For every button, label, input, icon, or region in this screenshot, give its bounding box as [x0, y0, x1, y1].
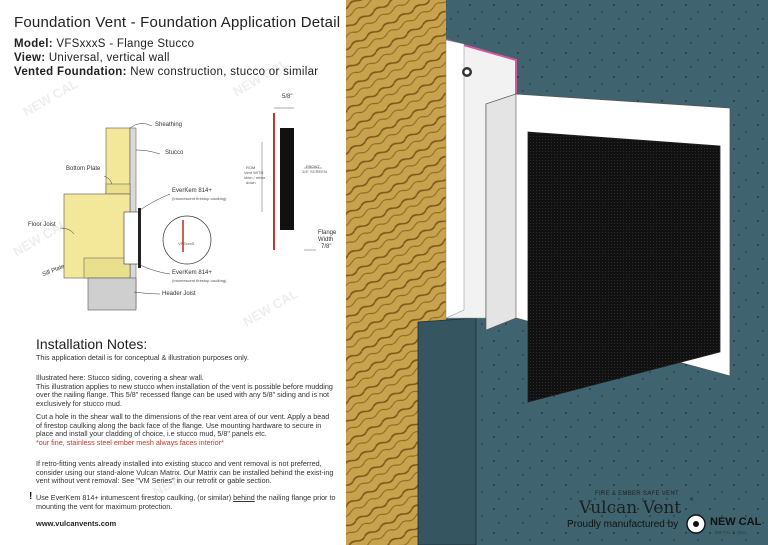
warning-mark: ! — [29, 491, 33, 502]
website-link[interactable]: www.vulcanvents.com — [36, 519, 117, 528]
vent-flange — [138, 208, 141, 268]
label-dim-top: 5/8" — [282, 94, 293, 100]
note-paragraph-2a: Illustrated here: Stucco siding, coverin… — [36, 373, 204, 382]
label-rom-sub2: shim / rebar — [244, 175, 266, 180]
brand-tagline: FIRE & EMBER SAFE VENT — [595, 491, 679, 497]
note-paragraph-4: If retro-fitting vents already installed… — [36, 459, 334, 486]
label-rom-sub3: down — [246, 180, 256, 185]
vent-frame-side — [485, 93, 517, 331]
vented-line: Vented Foundation: New construction, stu… — [14, 66, 318, 78]
vented-label: Vented Foundation: — [14, 66, 127, 78]
label-stucco: Stucco — [165, 150, 184, 156]
ember-mesh — [527, 131, 721, 403]
label-everkem-bottom-sub: (Intumescent firestop caulking) — [172, 278, 227, 283]
vented-value: New construction, stucco or similar — [130, 66, 319, 78]
notes-heading: Installation Notes: — [36, 336, 148, 352]
label-vfsxxxs: VFSxxxS — [178, 241, 195, 246]
brand-registered: ® — [690, 497, 694, 503]
model-label: Model: — [14, 38, 53, 50]
label-rom: ROM — [246, 165, 256, 170]
model-value: VFSxxxS - Flange Stucco — [56, 38, 195, 50]
made-by-text: Proudly manufactured by — [567, 519, 679, 530]
label-bottom-plate: Bottom Plate — [66, 166, 101, 172]
label-flange-dim: 7/8" — [321, 244, 332, 250]
note-paragraph-5: Use EverKem 814+ intumescent firestop ca… — [36, 493, 336, 511]
sill-plate — [83, 257, 131, 279]
label-everkem-bottom: EverKem 814+ — [172, 270, 212, 276]
label-front-sub: 1/4" SCREEN — [302, 169, 327, 174]
note-paragraph-3-red: *our fine, stainless steel ember mesh al… — [36, 437, 224, 447]
view-label: View: — [14, 52, 46, 64]
vent-illustration — [346, 0, 768, 545]
note-paragraph-1: This application detail is for conceptua… — [36, 353, 249, 362]
note-paragraph-2b: This illustration applies to new stucco … — [36, 381, 333, 408]
view-value: Universal, vertical wall — [48, 52, 170, 64]
note-paragraph-3-text: Cut a hole in the shear wall to the dime… — [36, 412, 330, 439]
label-front: FRONT — [306, 164, 320, 169]
sheathing-block — [105, 127, 131, 195]
maker-name: NEW CAL — [710, 516, 762, 528]
note-paragraph-5b: the nailing flange prior to mounting the… — [36, 493, 336, 511]
label-flange: Flange — [318, 230, 337, 236]
label-rom-sub1: Vent WITH — [244, 170, 264, 175]
brand-name: Vulcan Vent — [579, 498, 682, 518]
label-everkem-top: EverKem 814+ — [172, 188, 212, 194]
detail-circle — [162, 215, 212, 265]
label-floor-joist: Floor Joist — [28, 222, 56, 228]
label-header-joist: Header Joist — [162, 291, 196, 297]
label-flange-width: Width — [318, 237, 334, 243]
section-vent — [280, 128, 294, 230]
note-paragraph-3: Cut a hole in the shear wall to the dime… — [36, 412, 336, 447]
label-everkem-top-sub: (Intumescent firestop caulking) — [172, 196, 227, 201]
header-joist — [87, 277, 137, 311]
new-cal-logo-icon — [686, 514, 706, 534]
stucco-return — [417, 317, 477, 545]
note-paragraph-5-underline: behind — [233, 493, 255, 502]
cross-section-diagram — [59, 107, 322, 311]
page-title: Foundation Vent - Foundation Application… — [14, 14, 341, 31]
flange-plate — [445, 39, 465, 319]
note-paragraph-5a: Use EverKem 814+ intumescent firestop ca… — [36, 493, 234, 502]
bottom-plate — [105, 183, 131, 195]
vent-insert — [123, 211, 141, 265]
label-sheathing: Sheathing — [155, 122, 183, 128]
maker-sub: METALS INC. — [715, 530, 749, 535]
model-line: Model: VFSxxxS - Flange Stucco — [14, 38, 194, 50]
note-paragraph-2: Illustrated here: Stucco siding, coverin… — [36, 373, 336, 408]
view-line: View: Universal, vertical wall — [14, 52, 170, 64]
